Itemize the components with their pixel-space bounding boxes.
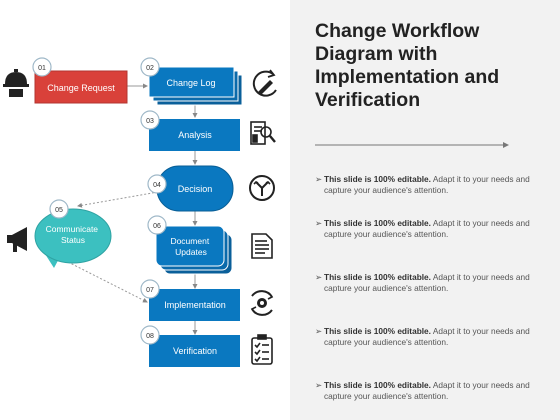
- gear-cycle-icon: [250, 290, 274, 316]
- step-decision: Decision 04: [147, 165, 234, 212]
- bullet-text: Adapt it to your needs and capture your …: [324, 272, 530, 293]
- connectors: [67, 83, 198, 335]
- checklist-icon: [251, 334, 273, 365]
- step-number: 02: [146, 65, 154, 72]
- bullet-arrow-icon: ➢: [315, 218, 322, 228]
- bullet-text: Adapt it to your needs and capture your …: [324, 218, 530, 239]
- split-arrows-icon: [249, 175, 275, 201]
- bullet-text: Adapt it to your needs and capture your …: [324, 326, 530, 347]
- step-number: 06: [153, 223, 161, 230]
- step-document-updates: Document Updates 06: [147, 215, 233, 275]
- step-number: 08: [146, 333, 154, 340]
- step-label: Communicate Status: [46, 224, 101, 245]
- step-label: Decision: [178, 184, 213, 194]
- text-panel: Change Workflow Diagram with Implementat…: [290, 0, 560, 420]
- bullet-arrow-icon: ➢: [315, 380, 322, 390]
- bullet-arrow-icon: ➢: [315, 272, 322, 282]
- title-divider-arrow: [315, 142, 509, 148]
- bullet-item: ➢ This slide is 100% editable. Adapt it …: [315, 174, 540, 195]
- step-number: 05: [55, 207, 63, 214]
- bullet-item: ➢ This slide is 100% editable. Adapt it …: [315, 326, 540, 347]
- bullet-item: ➢ This slide is 100% editable. Adapt it …: [315, 380, 540, 401]
- bell-icon: [3, 69, 29, 97]
- bullet-text: Adapt it to your needs and capture your …: [324, 380, 530, 401]
- step-label: Analysis: [178, 130, 212, 140]
- bullet-bold-text: This slide is 100% editable.: [324, 218, 431, 228]
- step-number: 01: [38, 65, 46, 72]
- step-communicate-status: Communicate Status 05: [34, 199, 112, 268]
- step-number: 04: [153, 182, 161, 189]
- bullet-text: Adapt it to your needs and capture your …: [324, 174, 530, 195]
- bullet-bold-text: This slide is 100% editable.: [324, 272, 431, 282]
- step-verification: Verification 08: [140, 325, 240, 367]
- step-number: 03: [146, 118, 154, 125]
- workflow-diagram: Change Request 01 Change Log 02 Analysis…: [3, 57, 277, 367]
- step-label: Change Request: [47, 83, 115, 93]
- bullet-bold-text: This slide is 100% editable.: [324, 326, 431, 336]
- bullet-item: ➢ This slide is 100% editable. Adapt it …: [315, 272, 540, 293]
- step-label: Document Updates: [170, 236, 211, 257]
- pencil-refresh-icon: [252, 69, 277, 97]
- document-icon: [251, 233, 273, 259]
- step-change-request: Change Request 01: [32, 57, 128, 104]
- step-analysis: Analysis 03: [140, 110, 240, 151]
- bullet-item: ➢ This slide is 100% editable. Adapt it …: [315, 218, 540, 239]
- bullet-arrow-icon: ➢: [315, 326, 322, 336]
- megaphone-icon: [7, 227, 27, 252]
- step-label: Verification: [173, 346, 217, 356]
- step-label: Implementation: [164, 300, 226, 310]
- bullet-arrow-icon: ➢: [315, 174, 322, 184]
- step-change-log: Change Log 02: [140, 57, 243, 106]
- page-title: Change Workflow Diagram with Implementat…: [315, 20, 500, 111]
- step-label: Change Log: [166, 78, 215, 88]
- bullet-bold-text: This slide is 100% editable.: [324, 380, 431, 390]
- step-number: 07: [146, 287, 154, 294]
- bullet-bold-text: This slide is 100% editable.: [324, 174, 431, 184]
- step-implementation: Implementation 07: [140, 279, 240, 321]
- analysis-search-icon: [250, 121, 276, 145]
